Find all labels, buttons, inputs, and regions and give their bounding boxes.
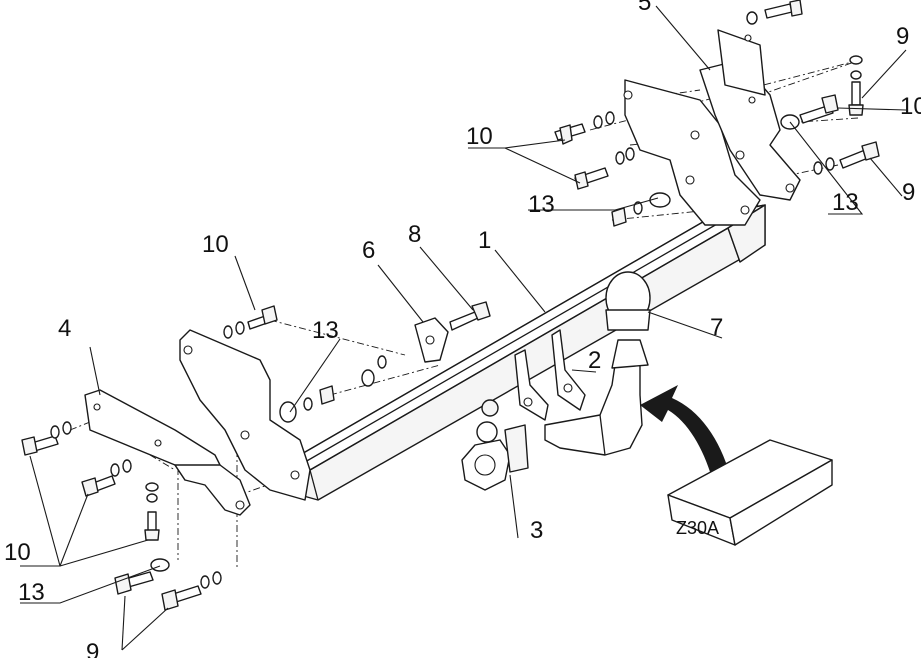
main-crossbar: [299, 204, 766, 501]
plate-part-6: [414, 317, 449, 363]
z30a-box: Z30A: [667, 439, 833, 546]
callout-part-6: 6: [362, 237, 375, 264]
callout-part-2: 2: [588, 347, 601, 374]
callout-part-13-left-plate: 13: [312, 317, 339, 344]
box-label: Z30A: [676, 518, 719, 538]
callout-part-13-left: 13: [18, 579, 45, 606]
left-bracket: [179, 329, 311, 501]
tow-neck-part-2: [544, 339, 649, 456]
callout-part-7: 7: [710, 314, 723, 341]
callout-part-13-right: 13: [832, 189, 859, 216]
right-bracket: [623, 79, 761, 226]
curved-arrow: [640, 385, 730, 478]
callout-part-9-left: 9: [86, 639, 99, 658]
tow-ball-part-7: [605, 271, 651, 331]
callout-part-1: 1: [478, 227, 491, 254]
callout-part-10-top-mid: 10: [466, 123, 493, 150]
fasteners-right: [554, 0, 880, 227]
leader-lines: [20, 5, 907, 651]
callout-part-10-right: 10: [900, 93, 921, 120]
socket-part-3: [461, 399, 529, 491]
bracket-part-5: [699, 29, 801, 201]
mounting-plates: [514, 329, 586, 421]
bracket-part-4: [84, 389, 251, 516]
callout-part-8: 8: [408, 221, 421, 248]
callout-part-3: 3: [530, 517, 543, 544]
callout-part-4: 4: [58, 315, 71, 342]
callout-part-9-right: 9: [902, 179, 915, 206]
callout-part-10-top-left: 10: [202, 231, 229, 258]
callout-part-5: 5: [638, 0, 651, 16]
callout-part-10-left: 10: [4, 539, 31, 566]
bolt-part-8: [449, 301, 491, 331]
callout-part-13-mid: 13: [528, 191, 555, 218]
callout-part-9-right-top: 9: [896, 23, 909, 50]
callouts: 1 2 3 4 5 6 7 8 9 9 9 10 10 10 10 13 13 …: [4, 0, 921, 658]
fasteners-left: [21, 305, 387, 611]
